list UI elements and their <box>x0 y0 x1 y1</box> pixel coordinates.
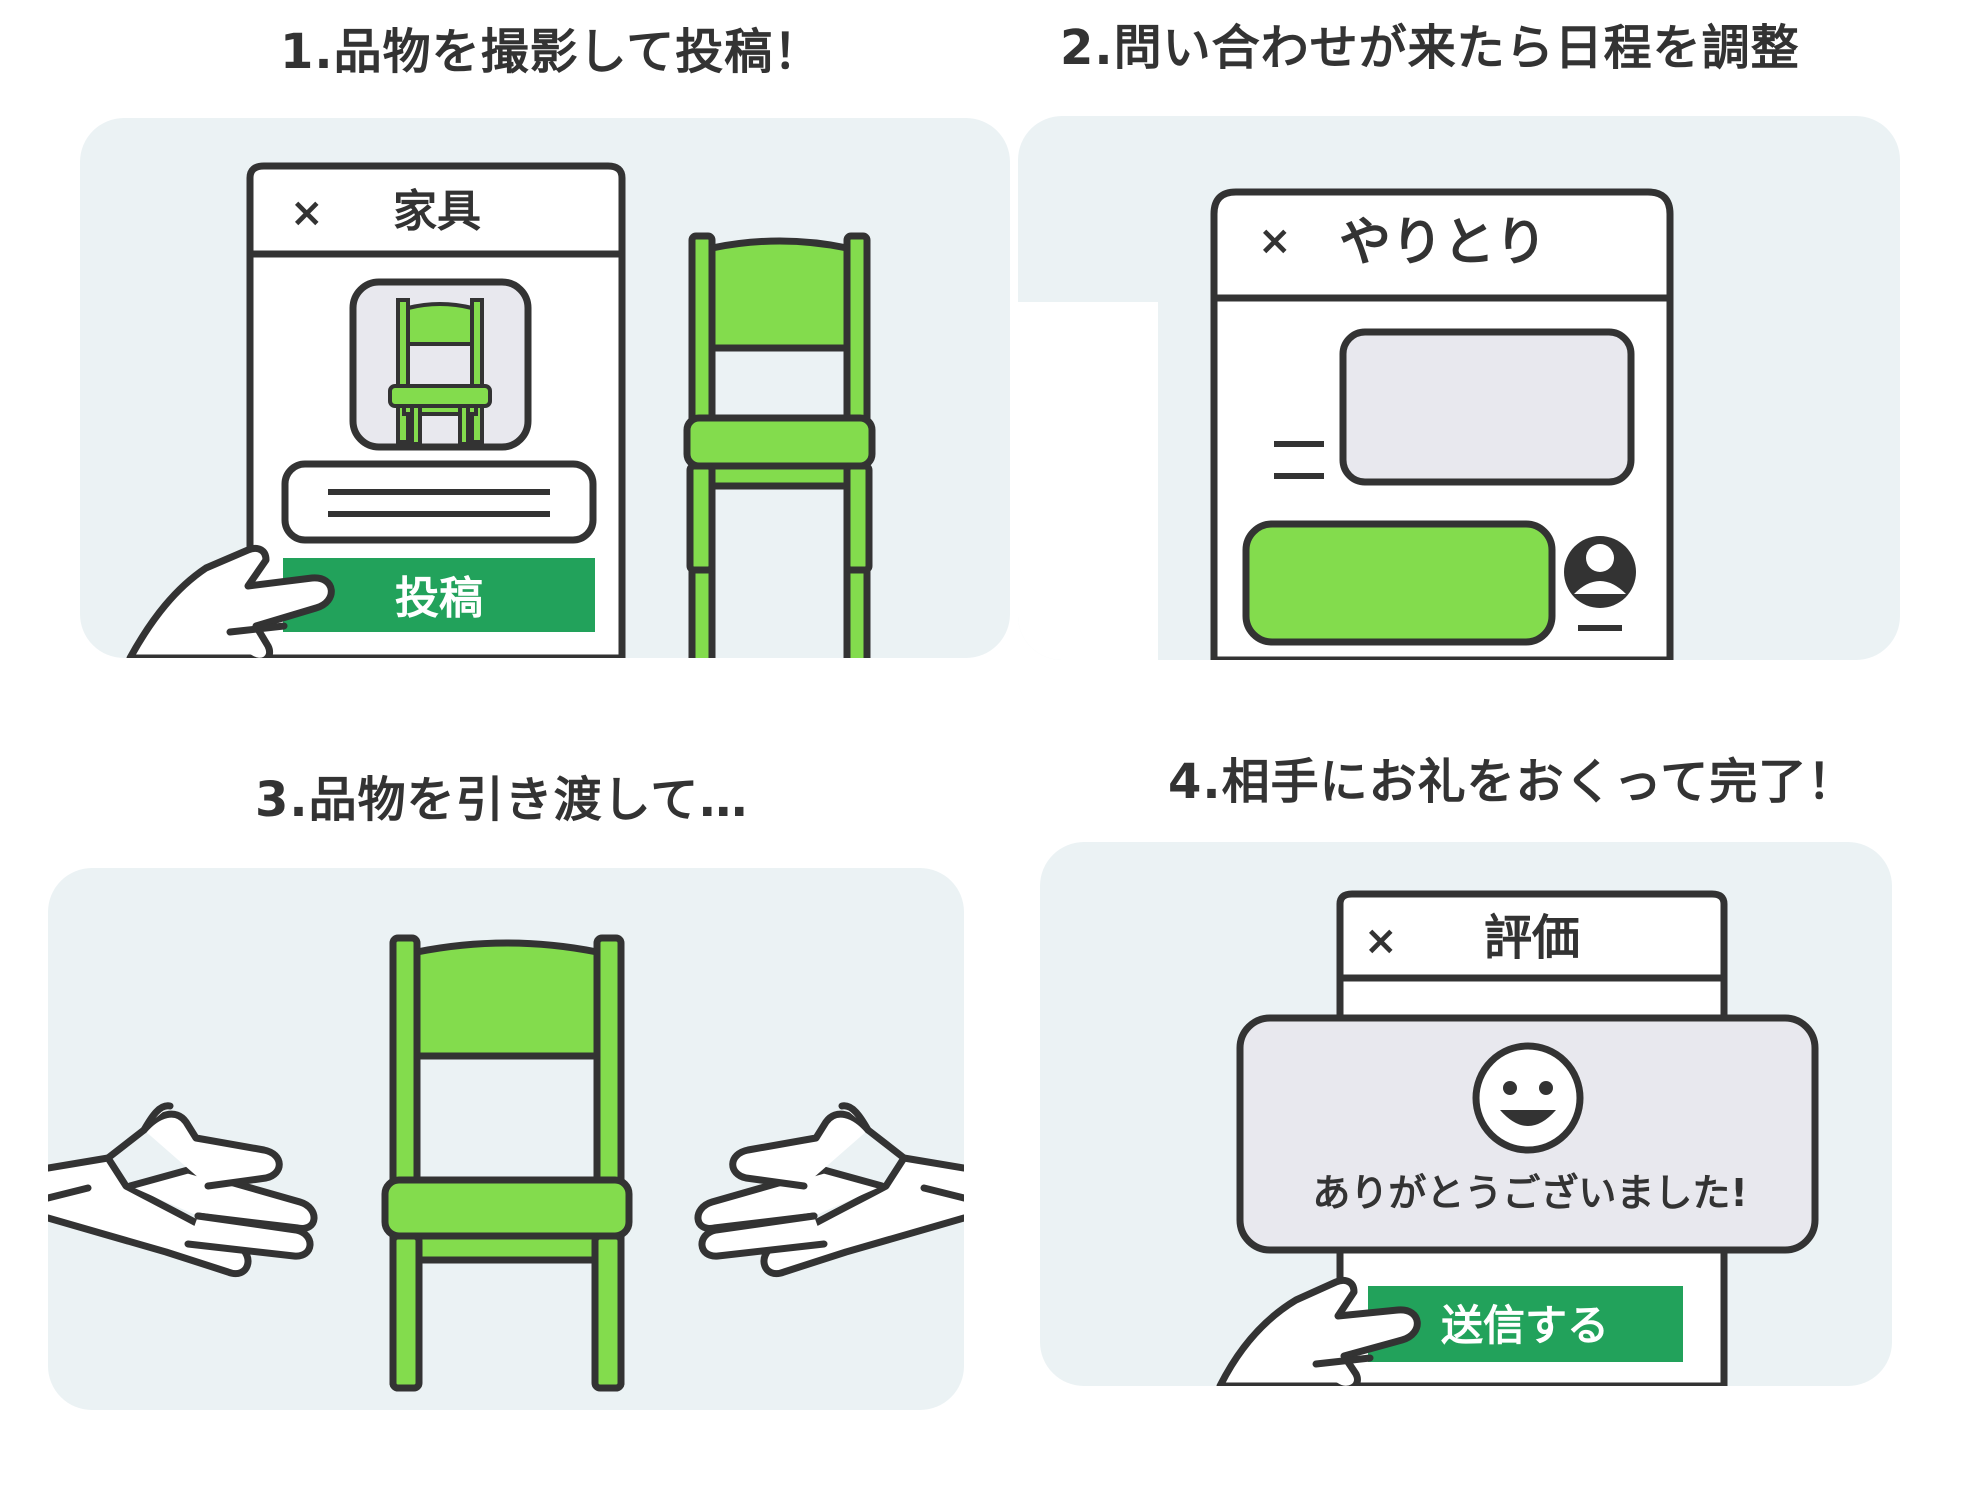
post-button[interactable]: 投稿 <box>283 558 595 632</box>
thank-you-message: ありがとうございました! <box>1312 1171 1747 1215</box>
screen-title: 家具 <box>393 186 481 237</box>
sent-message-bubble <box>1242 520 1556 646</box>
step-4-panel: × 評価 ありがとうございました! 送信する <box>1040 842 1892 1386</box>
chair-icon <box>381 934 633 1392</box>
step-4-illustration: × 評価 ありがとうございました! 送信する <box>1216 890 1819 1386</box>
step-3-title: 3.品物を引き渡して… <box>255 772 749 828</box>
step-3-panel <box>48 868 964 1410</box>
step-2-title: 2.問い合わせが来たら日程を調整 <box>1060 20 1800 76</box>
screen-title: やりとり <box>1339 213 1547 273</box>
sender-name-lines <box>1274 441 1324 479</box>
step-1-illustration: × 家具 投稿 <box>126 162 876 658</box>
step-2-panel: × やりとり <box>1018 116 1900 660</box>
send-button[interactable]: 送信する <box>1368 1286 1683 1362</box>
pointing-hand-icon <box>126 544 335 658</box>
step-1-title: 1.品物を撮影して投稿！ <box>280 24 823 80</box>
left-hand-icon <box>48 1102 318 1278</box>
photo-thumbnail <box>349 278 532 451</box>
step-2-illustration: × やりとり <box>1018 188 1674 660</box>
screen-title: 評価 <box>1484 910 1580 966</box>
send-button-label: 送信する <box>1441 1301 1609 1350</box>
pointing-hand-icon <box>1216 1276 1421 1386</box>
received-message-bubble <box>1339 328 1635 486</box>
step-4-title: 4.相手にお礼をおくって完了！ <box>1168 754 1857 810</box>
description-field[interactable] <box>281 460 597 544</box>
close-icon[interactable]: × <box>1258 218 1292 264</box>
step-3-illustration <box>48 934 964 1392</box>
step-1-panel: × 家具 投稿 <box>80 118 1010 658</box>
right-hand-icon <box>694 1102 964 1278</box>
close-icon[interactable]: × <box>290 190 324 236</box>
close-icon[interactable]: × <box>1364 918 1398 964</box>
avatar-icon <box>1564 536 1636 631</box>
chair-icon <box>683 232 876 658</box>
thank-you-dialog: ありがとうございました! <box>1236 1014 1819 1254</box>
smiley-icon <box>1472 1042 1584 1154</box>
post-button-label: 投稿 <box>395 573 483 624</box>
